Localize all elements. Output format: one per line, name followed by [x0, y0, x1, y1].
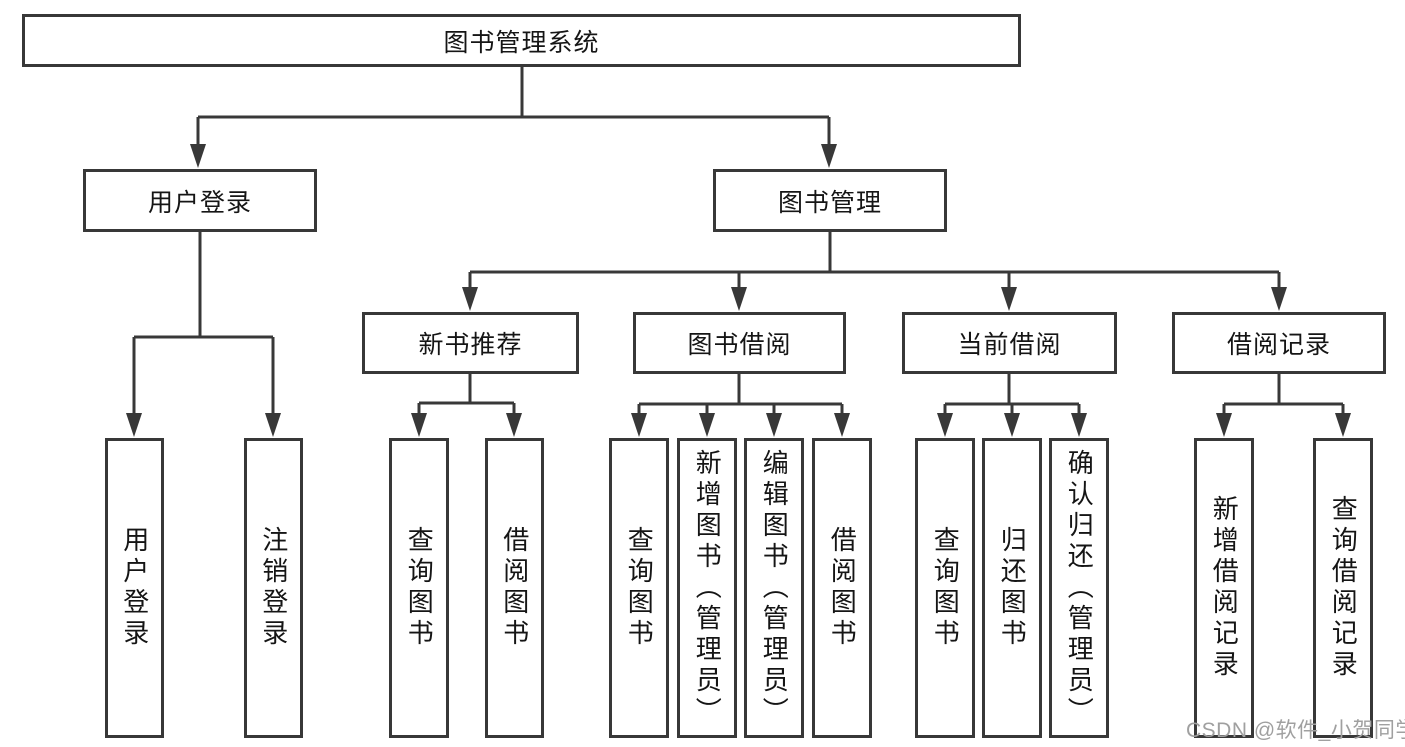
node-book-borrowing: 图书借阅 [633, 312, 846, 374]
node-borrowing-records-label: 借阅记录 [1226, 331, 1331, 359]
node-confirm-return-admin-label: 确认归还（管理员） [1064, 448, 1095, 728]
connector-root-to-level2 [190, 66, 837, 168]
node-book-borrowing-label: 图书借阅 [687, 331, 792, 359]
node-current-borrowing-label: 当前借阅 [957, 331, 1062, 359]
node-borrow-books-recommendation: 借阅图书 [485, 438, 544, 738]
connector-current-borrowing-to-children [937, 373, 1087, 437]
node-confirm-return-admin: 确认归还（管理员） [1049, 438, 1109, 738]
node-query-books-borrowing: 查询图书 [609, 438, 669, 738]
node-return-books: 归还图书 [982, 438, 1042, 738]
node-user-login-action-label: 用户登录 [119, 526, 150, 650]
node-edit-books-admin-label: 编辑图书（管理员） [759, 448, 790, 728]
node-query-borrow-record: 查询借阅记录 [1313, 438, 1373, 738]
node-query-books-current-label: 查询图书 [930, 526, 961, 650]
node-query-books-recommendation-label: 查询图书 [404, 526, 435, 650]
node-add-books-admin: 新增图书（管理员） [677, 438, 737, 738]
node-borrowing-records: 借阅记录 [1172, 312, 1386, 374]
node-borrow-books-recommendation-label: 借阅图书 [499, 526, 530, 650]
connector-book-management-to-level3 [462, 231, 1287, 311]
node-query-books-current: 查询图书 [915, 438, 975, 738]
node-logout: 注销登录 [244, 438, 303, 738]
node-book-management: 图书管理 [713, 169, 947, 232]
node-query-books-borrowing-label: 查询图书 [624, 526, 655, 650]
node-user-login-action: 用户登录 [105, 438, 164, 738]
node-new-book-recommendation: 新书推荐 [362, 312, 579, 374]
node-add-borrow-record: 新增借阅记录 [1194, 438, 1254, 738]
node-user-login-label: 用户登录 [147, 188, 252, 217]
node-query-books-recommendation: 查询图书 [389, 438, 449, 738]
node-add-books-admin-label: 新增图书（管理员） [692, 448, 723, 728]
node-current-borrowing: 当前借阅 [902, 312, 1117, 374]
node-query-borrow-record-label: 查询借阅记录 [1328, 495, 1359, 681]
node-borrow-books-borrowing: 借阅图书 [812, 438, 872, 738]
node-book-management-label: 图书管理 [777, 188, 882, 217]
node-logout-label: 注销登录 [258, 526, 289, 650]
connector-book-borrowing-to-children [631, 373, 850, 437]
node-return-books-label: 归还图书 [997, 526, 1028, 650]
connector-user-login-to-children [126, 231, 281, 437]
node-edit-books-admin: 编辑图书（管理员） [744, 438, 804, 738]
connector-borrowing-records-to-children [1216, 373, 1351, 437]
connector-new-book-recommendation-to-children [411, 373, 522, 437]
node-add-borrow-record-label: 新增借阅记录 [1209, 495, 1240, 681]
node-new-book-recommendation-label: 新书推荐 [418, 331, 523, 359]
node-user-login: 用户登录 [83, 169, 317, 232]
node-library-system-label: 图书管理系统 [443, 28, 600, 57]
node-borrow-books-borrowing-label: 借阅图书 [827, 526, 858, 650]
node-library-system: 图书管理系统 [22, 14, 1021, 67]
watermark: CSDN @软件_小贺同学 [1186, 719, 1405, 742]
